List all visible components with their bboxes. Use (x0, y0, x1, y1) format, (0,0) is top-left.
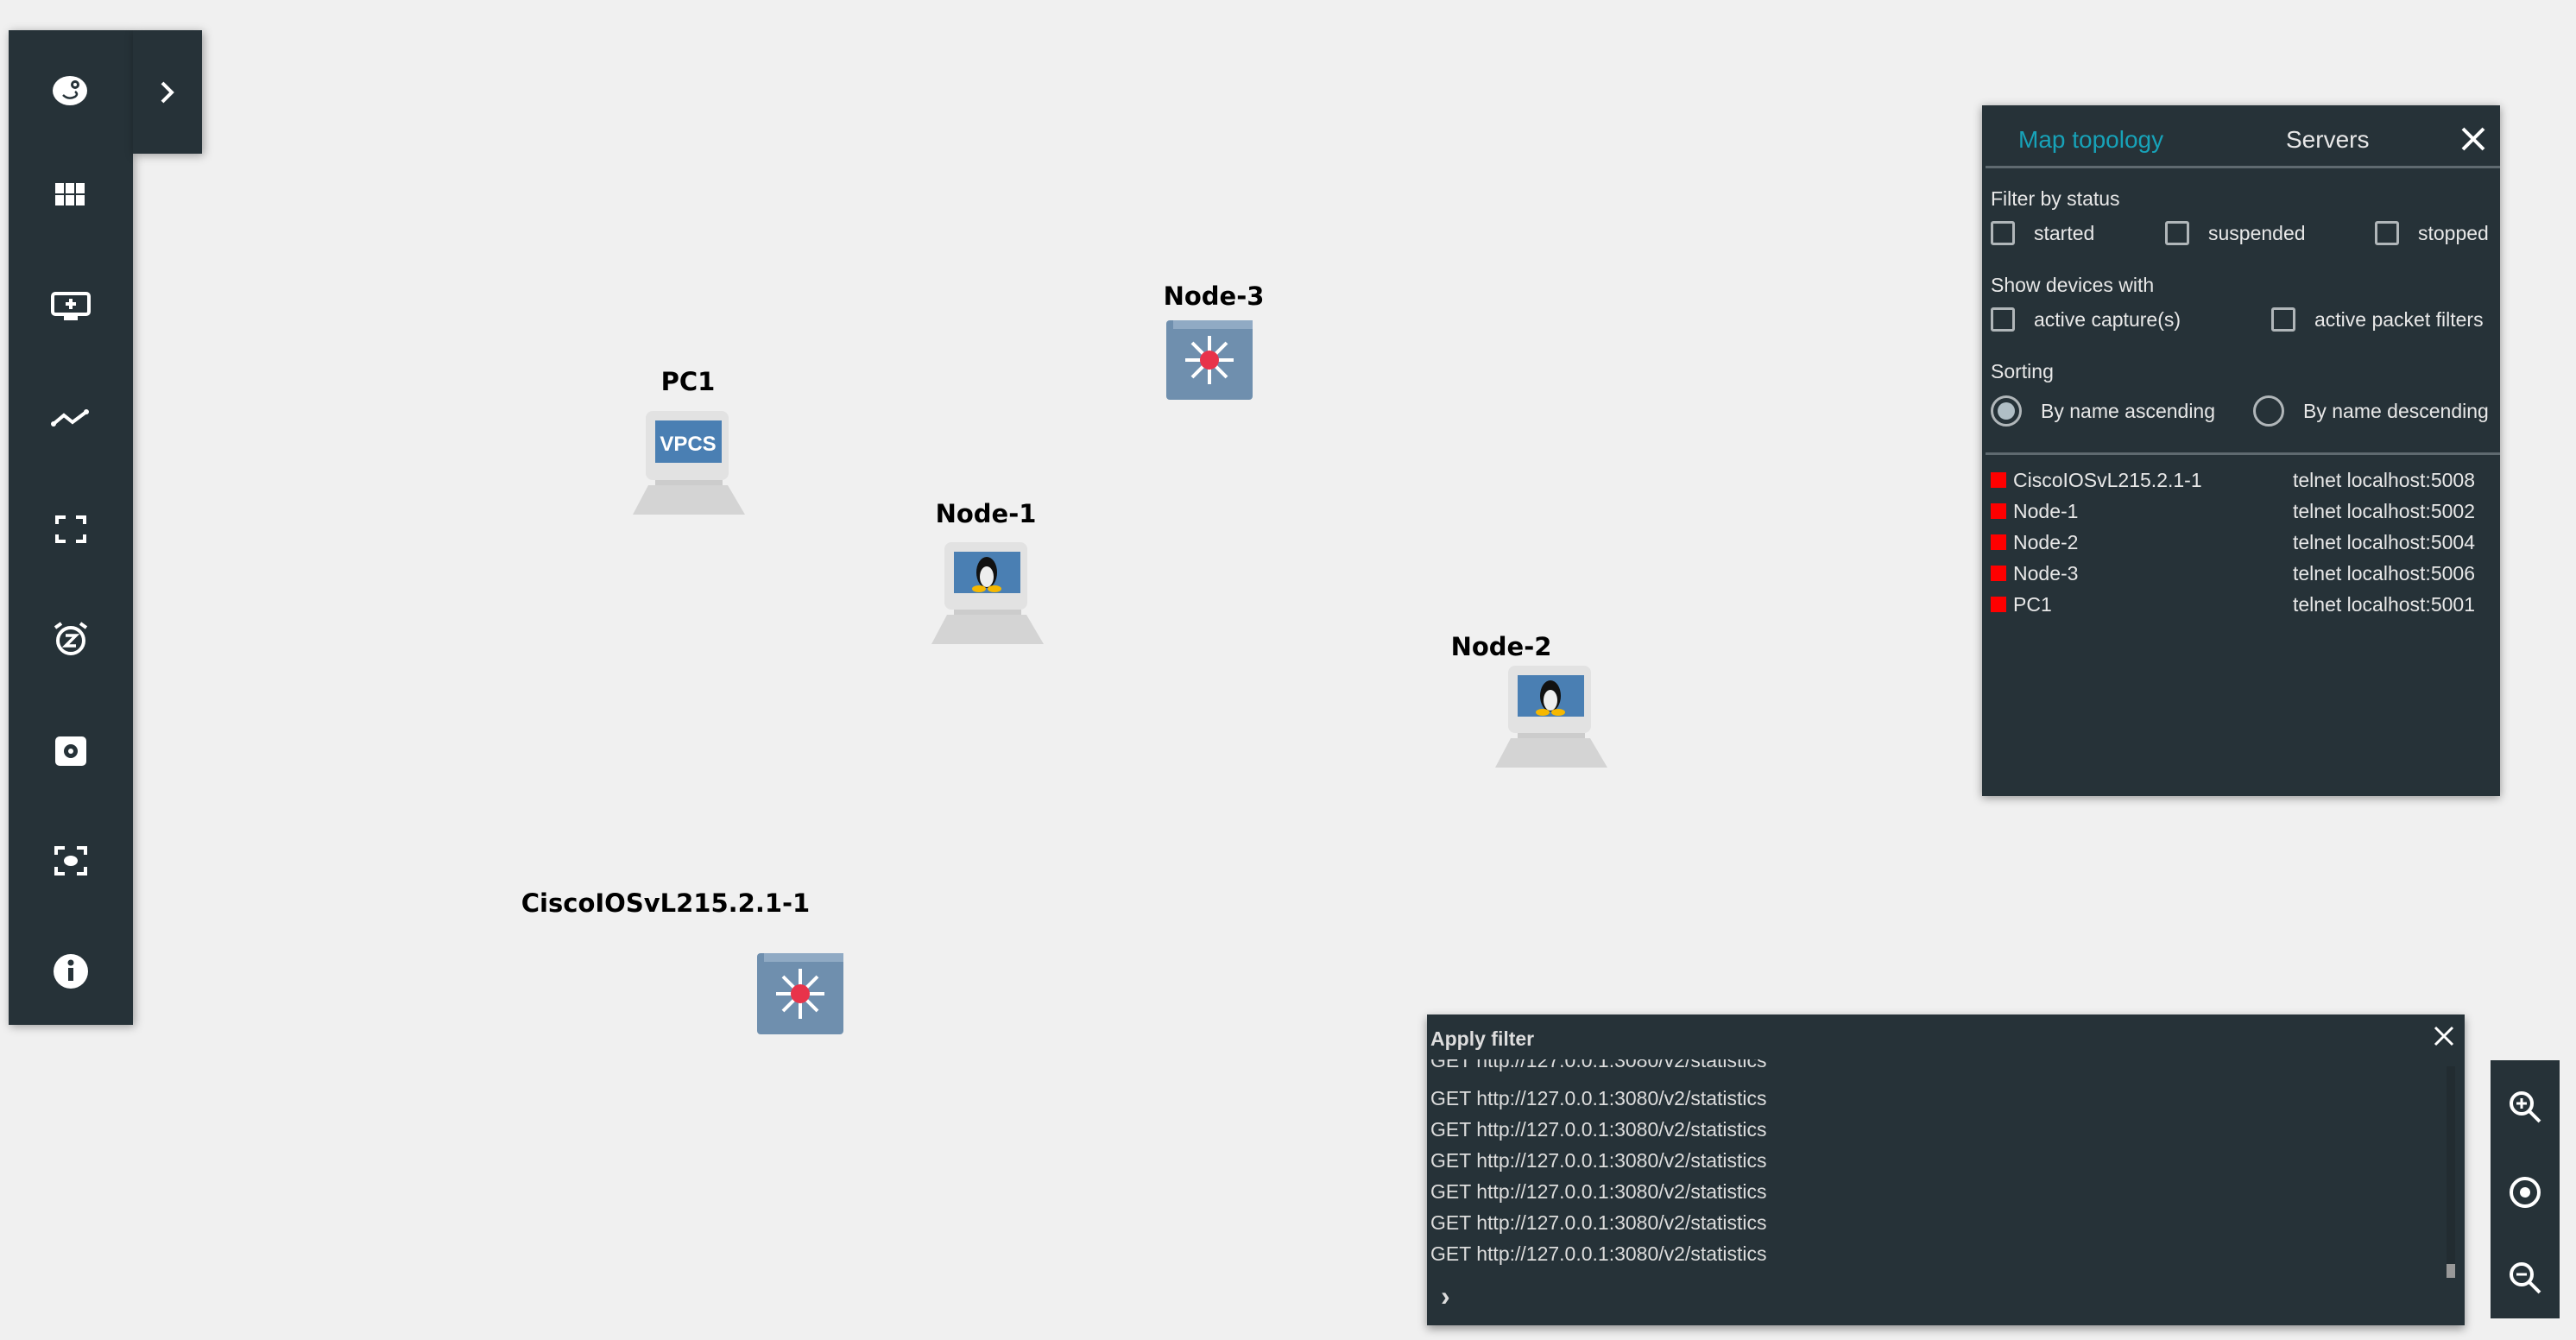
close-icon[interactable] (2433, 1025, 2455, 1047)
device-row[interactable]: Node-1 telnet localhost:5002 (1991, 496, 2491, 527)
status-indicator (1991, 597, 2006, 612)
device-console: telnet localhost:5001 (2293, 592, 2475, 616)
checkbox-started[interactable]: started (1991, 221, 2094, 245)
checkbox-label: active capture(s) (2034, 307, 2181, 331)
sidebar-toggle-button[interactable] (133, 30, 202, 154)
sidebar (9, 30, 133, 1025)
settings-icon[interactable] (45, 725, 97, 777)
device-console: telnet localhost:5002 (2293, 499, 2475, 522)
checkbox-label: suspended (2208, 221, 2306, 244)
device-row[interactable]: PC1 telnet localhost:5001 (1991, 589, 2491, 620)
add-monitor-icon[interactable] (45, 281, 97, 333)
info-icon[interactable] (45, 945, 97, 997)
checkbox-active-packet-filters[interactable]: active packet filters (2271, 307, 2484, 332)
reset-zoom-icon[interactable] (2503, 1170, 2548, 1215)
status-indicator (1991, 472, 2006, 488)
tab-map-topology[interactable]: Map topology (2018, 126, 2164, 153)
checkbox-label: stopped (2418, 221, 2489, 244)
node-label-node-2[interactable]: Node-2 (1450, 632, 1552, 661)
zoom-out-icon[interactable] (2503, 1255, 2548, 1300)
device-name: Node-1 (2013, 499, 2079, 522)
log-line: GET http://127.0.0.1:3080/v2/statistics (1430, 1087, 1767, 1109)
node-label-pc1[interactable]: PC1 (660, 367, 716, 396)
status-indicator (1991, 566, 2006, 581)
device-name: Node-2 (2013, 530, 2079, 553)
switch-icon[interactable] (1166, 320, 1256, 403)
device-name: PC1 (2013, 592, 2052, 616)
console-title: Apply filter (1430, 1027, 1535, 1050)
log-line: GET http://127.0.0.1:3080/v2/statistics (1430, 1211, 1767, 1234)
tab-servers[interactable]: Servers (2286, 126, 2370, 153)
log-line: GET http://127.0.0.1:3080/v2/statistics (1430, 1118, 1767, 1141)
log-console: Apply filter GET http://127.0.0.1:3080/v… (1427, 1014, 2465, 1325)
node-label-node-3[interactable]: Node-3 (1163, 281, 1265, 311)
switch-icon[interactable] (757, 953, 847, 1038)
device-row[interactable]: Node-3 telnet localhost:5006 (1991, 558, 2491, 589)
vpcs-screen-text: VPCS (660, 433, 716, 456)
checkbox-suspended[interactable]: suspended (2165, 221, 2306, 245)
radio-label: By name descending (2303, 399, 2489, 422)
linux-computer-icon[interactable] (931, 542, 1044, 644)
radio-label: By name ascending (2041, 399, 2216, 422)
console-scrollbar[interactable] (2447, 1066, 2455, 1278)
device-console: telnet localhost:5008 (2293, 468, 2475, 491)
line-chart-icon[interactable] (45, 391, 97, 443)
radio-name-descending[interactable]: By name descending (2253, 395, 2489, 427)
filter-status-title: Filter by status (1991, 187, 2120, 210)
device-console: telnet localhost:5006 (2293, 561, 2475, 585)
zoom-controls (2491, 1060, 2560, 1318)
status-indicator (1991, 534, 2006, 550)
log-line: GET http://127.0.0.1:3080/v2/statistics (1430, 1180, 1767, 1203)
node-label-node-1[interactable]: Node-1 (935, 499, 1037, 528)
device-row[interactable]: CiscoIOSvL215.2.1-1 telnet localhost:5008 (1991, 465, 2491, 496)
zoom-in-icon[interactable] (2503, 1084, 2548, 1129)
console-prompt[interactable]: › (1441, 1280, 1450, 1312)
log-line: GET http://127.0.0.1:3080/v2/statistics (1430, 1049, 1767, 1071)
checkbox-active-captures[interactable]: active capture(s) (1991, 307, 2181, 332)
snooze-icon[interactable] (45, 613, 97, 665)
status-indicator (1991, 503, 2006, 519)
close-icon[interactable] (2460, 126, 2486, 152)
log-line: GET http://127.0.0.1:3080/v2/statistics (1430, 1149, 1767, 1172)
show-devices-title: Show devices with (1991, 274, 2155, 296)
linux-computer-icon[interactable] (1495, 666, 1607, 768)
sorting-title: Sorting (1991, 360, 2054, 382)
checkbox-label: active packet filters (2314, 307, 2484, 331)
gns3-logo-icon[interactable] (45, 63, 97, 115)
device-name: CiscoIOSvL215.2.1-1 (2013, 468, 2202, 491)
device-console: telnet localhost:5004 (2293, 530, 2475, 553)
radio-name-ascending[interactable]: By name ascending (1991, 395, 2215, 427)
node-label-cisco[interactable]: CiscoIOSvL215.2.1-1 (521, 888, 811, 918)
fullscreen-icon[interactable] (45, 503, 97, 555)
vpcs-computer-icon[interactable]: VPCS (633, 411, 745, 515)
screenshot-icon[interactable] (45, 835, 97, 887)
device-name: Node-3 (2013, 561, 2079, 585)
topology-panel: Map topology Servers Filter by status st… (1982, 105, 2500, 796)
chevron-right-icon (161, 81, 174, 103)
checkbox-stopped[interactable]: stopped (2375, 221, 2489, 245)
checkbox-label: started (2034, 221, 2095, 244)
log-line: GET http://127.0.0.1:3080/v2/statistics (1430, 1242, 1767, 1265)
grid-icon[interactable] (45, 169, 97, 221)
device-row[interactable]: Node-2 telnet localhost:5004 (1991, 527, 2491, 558)
